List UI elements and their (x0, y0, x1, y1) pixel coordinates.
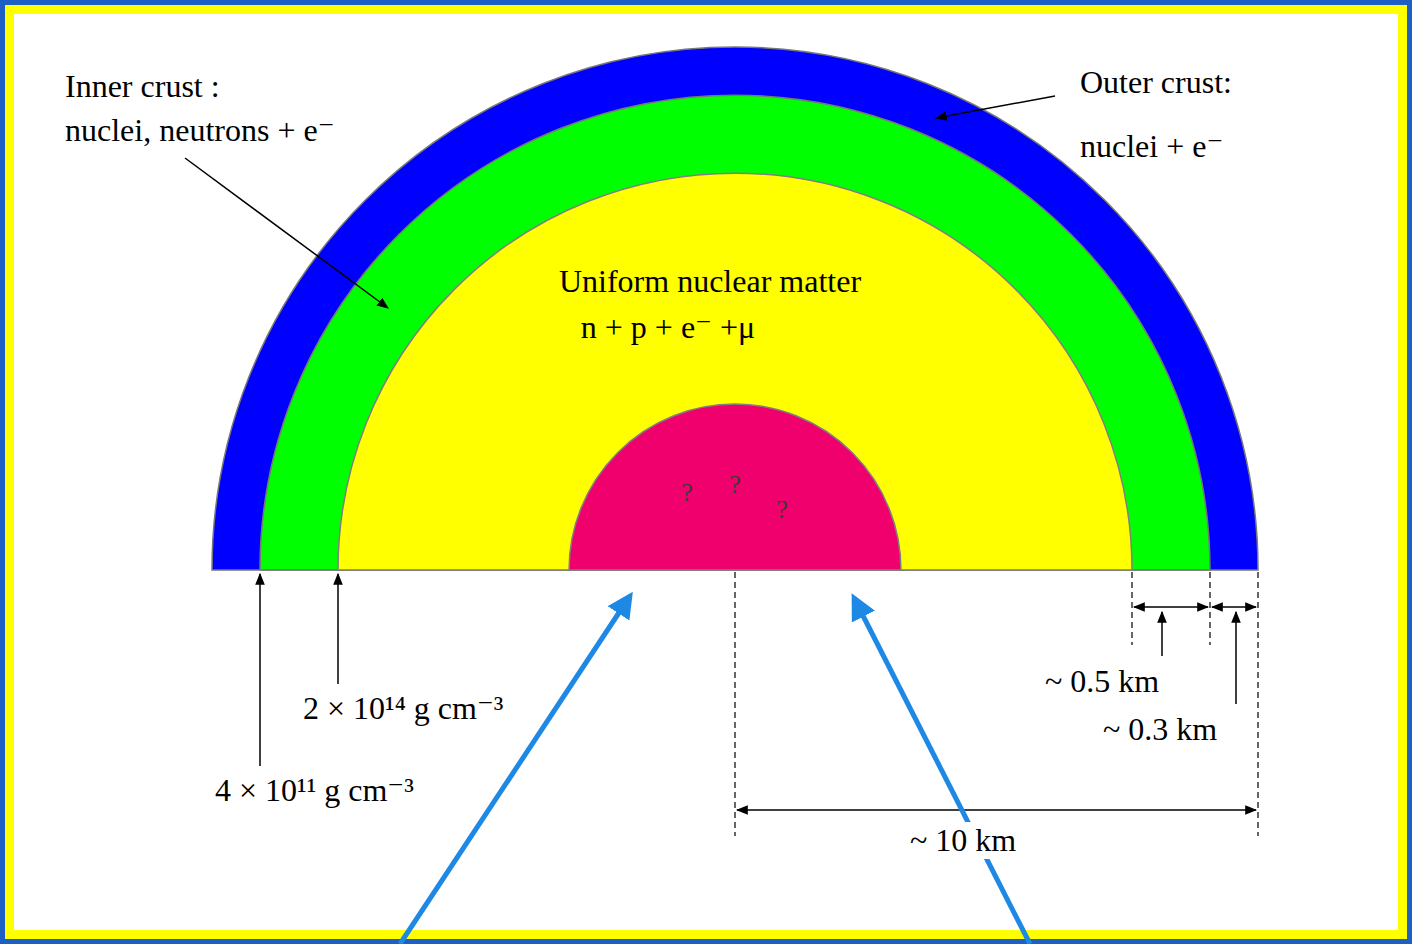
density-value: 4 × 10¹¹ g cm⁻³ (213, 772, 416, 809)
density-pointer (337, 574, 339, 684)
thickness-dimension: ~ 0.5 km (1043, 663, 1161, 700)
thickness-dimension: ~ 0.3 km (1101, 711, 1219, 748)
leader-line (185, 158, 388, 308)
outer-crust-band (212, 47, 1258, 570)
unknown-mark: ? (681, 478, 693, 508)
unknown-mark: ? (776, 495, 788, 525)
region-text: n + p + e⁻ +μ (581, 309, 755, 346)
density-value: 2 × 10¹⁴ g cm⁻³ (301, 690, 505, 727)
region-fill (569, 404, 901, 570)
region-text: Uniform nuclear matter (559, 263, 861, 300)
region-fill (338, 173, 1132, 570)
region-heading: Inner crust : (63, 68, 222, 105)
highlight-arrow (400, 596, 630, 944)
inner-crust-band (260, 95, 1210, 570)
unknown-mark: ? (729, 470, 741, 500)
nuclear-matter-region: Uniform nuclear matter n + p + e⁻ +μ??? (338, 173, 1132, 570)
density-pointer (259, 574, 261, 766)
dimension-pointer (1161, 612, 1163, 656)
leader-line (936, 96, 1055, 118)
region-heading: Outer crust: (1078, 64, 1234, 101)
core-region: ??? (569, 404, 901, 570)
region-composition: nuclei + e⁻ (1078, 128, 1225, 165)
dimension-guides (735, 572, 1258, 836)
yellow-frame (5, 5, 1407, 939)
highlight-arrow (854, 598, 1030, 944)
dimension-pointer (1235, 612, 1237, 704)
dimension-arrow (1212, 606, 1256, 608)
white-panel (14, 14, 1398, 930)
region-composition: nuclei, neutrons + e⁻ (63, 112, 337, 149)
dimension-arrow (737, 809, 1256, 811)
radius-dimension: ~ 10 km (908, 822, 1018, 859)
dimension-arrow (1134, 606, 1208, 608)
